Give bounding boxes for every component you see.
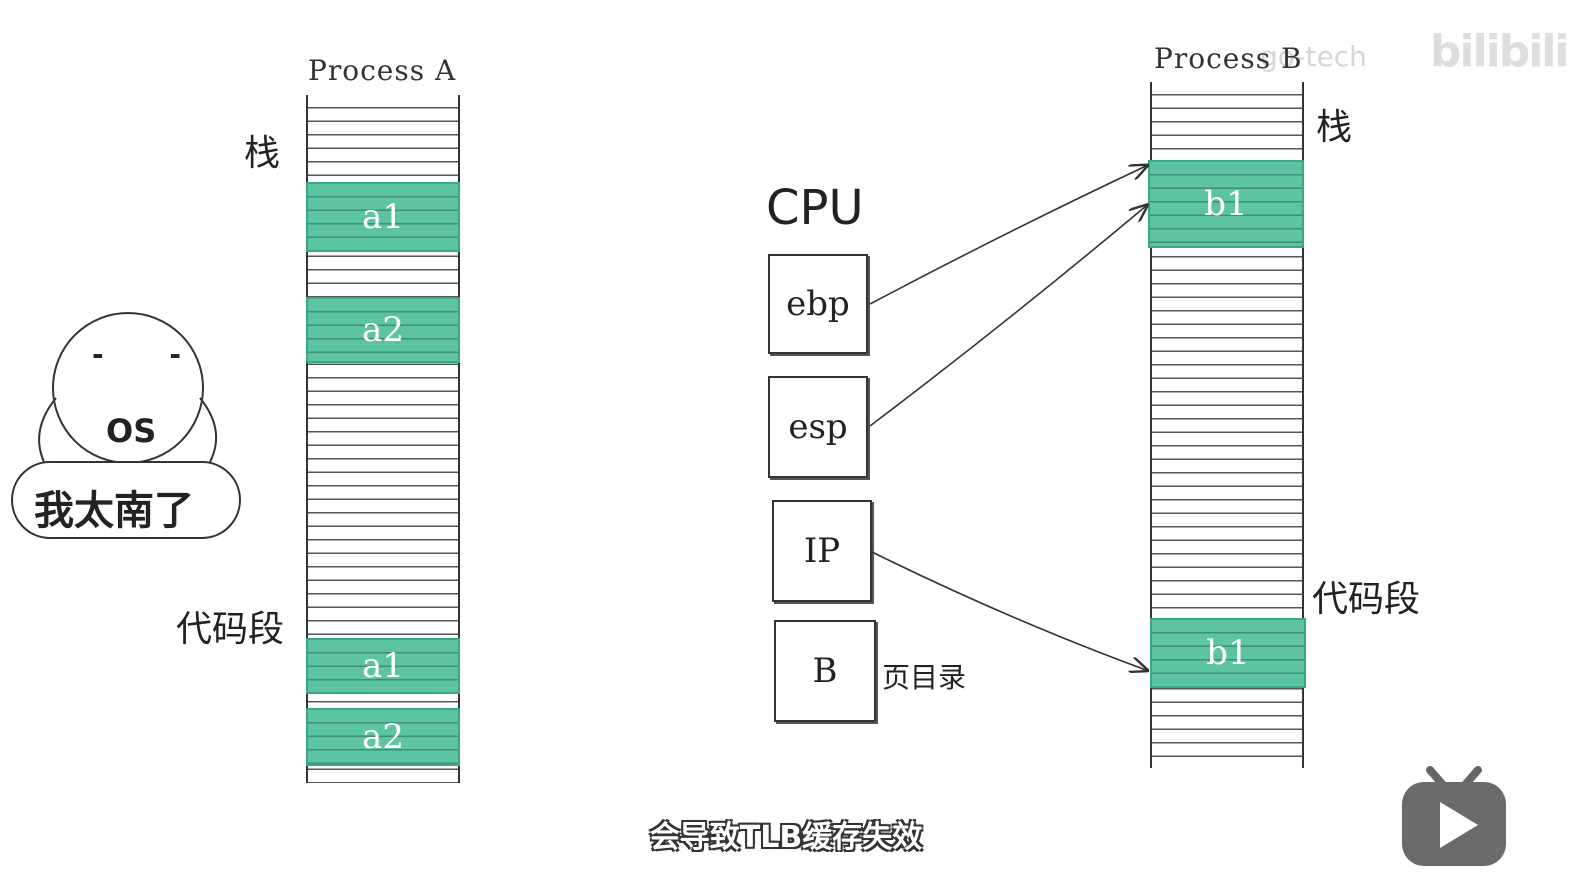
process-a-code-block-a2: a2 — [306, 708, 460, 766]
ip-arrow — [871, 551, 1146, 670]
os-right-arm — [199, 397, 217, 463]
os-character — [11, 312, 241, 539]
page-directory-label: 页目录 — [882, 661, 967, 694]
process-a-title: Process A — [308, 54, 457, 87]
process-b-stack-label: 栈 — [1316, 107, 1353, 148]
play-button[interactable] — [1400, 764, 1508, 868]
register-ip: IP — [772, 500, 872, 602]
video-subtitle: 会导致TLB缓存失效 — [649, 820, 923, 855]
process-b-stack-block-b1: b1 — [1148, 160, 1304, 248]
process-a-stack-label: 栈 — [244, 133, 281, 174]
process-a-code-block-a1: a1 — [306, 638, 460, 694]
process-a-code-label: 代码段 — [176, 609, 285, 650]
process-a-stack-block-a1: a1 — [306, 182, 460, 252]
bilibili-logo: bilibili — [1430, 26, 1569, 77]
esp-arrow — [869, 206, 1146, 427]
process-a-stack-block-a2: a2 — [306, 297, 460, 363]
register-b: B — [774, 620, 876, 722]
cpu-title: CPU — [766, 180, 864, 236]
os-speech-box — [11, 461, 241, 539]
ebp-arrow — [869, 166, 1146, 305]
channel-watermark: go-tech — [1260, 40, 1367, 73]
os-label: OS — [106, 412, 157, 450]
register-ebp: ebp — [768, 254, 868, 354]
register-esp: esp — [768, 376, 868, 478]
os-eyes: - - — [92, 338, 209, 371]
process-b-code-block-b1: b1 — [1150, 618, 1306, 688]
play-icon — [1402, 766, 1506, 866]
process-b-code-label: 代码段 — [1312, 579, 1421, 620]
os-left-arm — [38, 397, 57, 463]
process-b-title: Process B — [1154, 42, 1303, 75]
os-speech-text: 我太南了 — [34, 488, 194, 534]
